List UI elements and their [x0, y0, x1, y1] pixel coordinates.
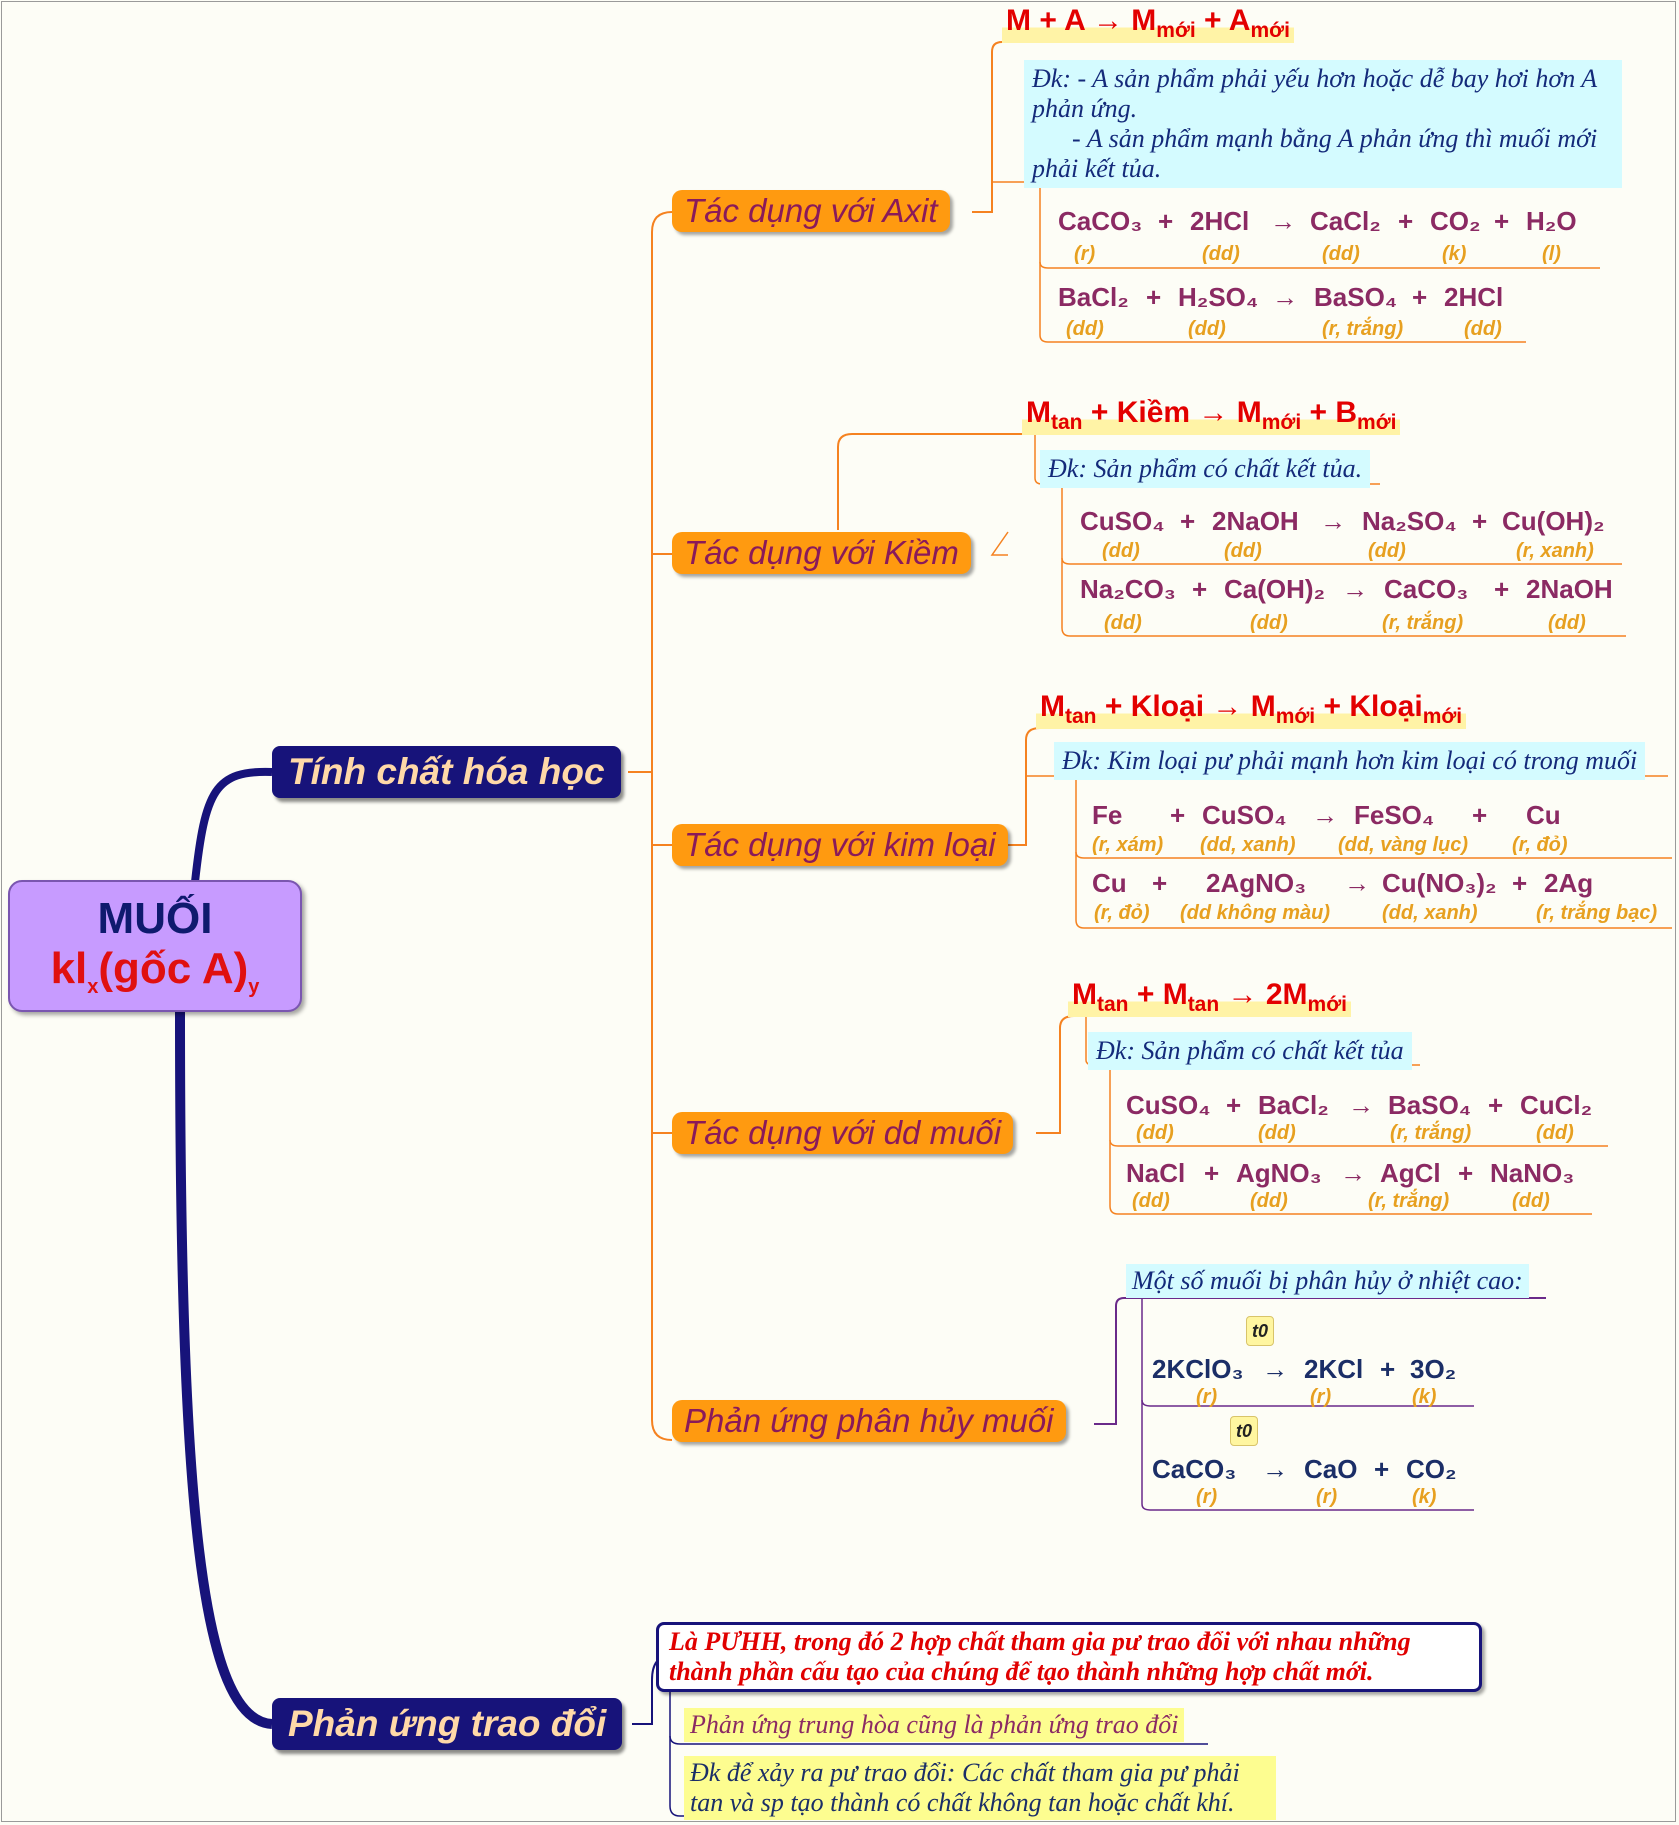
decomp-example-1: 2KClO₃→2KCl+3O₂: [1152, 1354, 1457, 1384]
acid-condition: Đk: - A sản phẩm phải yếu hơn hoặc dễ ba…: [1024, 60, 1622, 188]
metal-condition: Đk: Kim loại pư phải mạnh hơn kim loại c…: [1054, 742, 1646, 780]
metal-example-2-states: (r, đỏ)(dd không màu)(dd, xanh)(r, trắng…: [1094, 902, 1658, 924]
decomp-example-2: CaCO₃→CaO+CO₂: [1152, 1454, 1457, 1484]
metal-general-equation: Mtan + Kloại → Mmới + Kloạimới: [1036, 690, 1467, 729]
exchange-definition: Là PƯHH, trong đó 2 hợp chất tham gia pư…: [656, 1622, 1482, 1692]
acid-example-2-states: (dd)(dd)(r, trắng)(dd): [1066, 318, 1502, 340]
base-example-1-states: (dd)(dd)(dd)(r, xanh): [1102, 540, 1594, 562]
sub-metal[interactable]: Tác dụng với kim loại: [672, 824, 1008, 866]
branch-chemical-properties[interactable]: Tính chất hóa học: [272, 746, 621, 798]
decomp-example-2-states: (r)(r)(k): [1196, 1486, 1437, 1508]
acid-example-1: CaCO₃+2HCl→CaCl₂+CO₂+H₂O: [1058, 206, 1577, 236]
sub-salt[interactable]: Tác dụng với dd muối: [672, 1112, 1014, 1154]
base-condition: Đk: Sản phẩm có chất kết tủa.: [1040, 450, 1371, 488]
acid-example-2: BaCl₂+H₂SO₄→BaSO₄+2HCl: [1058, 282, 1504, 312]
metal-example-1: Fe+CuSO₄→FeSO₄+Cu: [1092, 800, 1561, 830]
acid-general-equation: M + A → Mmới + Amới: [1002, 4, 1294, 43]
salt-general-equation: Mtan + Mtan → 2Mmới: [1068, 978, 1351, 1017]
sub-base[interactable]: Tác dụng với Kiềm: [672, 532, 971, 574]
decomp-title: Một số muối bị phân hủy ở nhiệt cao:: [1126, 1264, 1529, 1298]
sub-decomposition[interactable]: Phản ứng phân hủy muối: [672, 1400, 1066, 1442]
salt-example-1: CuSO₄+BaCl₂→BaSO₄+CuCl₂: [1126, 1090, 1593, 1120]
heat-label-1: t0: [1246, 1316, 1275, 1346]
salt-example-2: NaCl+AgNO₃→AgCl+NaNO₃: [1126, 1158, 1575, 1188]
salt-example-1-states: (dd)(dd)(r, trắng)(dd): [1136, 1122, 1574, 1144]
base-example-1: CuSO₄+2NaOH→Na₂SO₄+Cu(OH)₂: [1080, 506, 1605, 536]
acid-example-1-states: (r)(dd)(dd)(k)(l): [1074, 243, 1561, 265]
metal-example-2: Cu+2AgNO₃→Cu(NO₃)₂+2Ag: [1092, 868, 1594, 898]
root-title: MUỐI: [97, 894, 213, 943]
exchange-note-neutralization: Phản ứng trung hòa cũng là phản ứng trao…: [684, 1708, 1185, 1742]
salt-example-2-states: (dd)(dd)(r, trắng)(dd): [1132, 1190, 1550, 1212]
base-general-equation: Mtan + Kiềm → Mmới + Bmới: [1022, 396, 1401, 435]
root-node-muoi[interactable]: MUỐI klx(gốc A)y: [8, 880, 302, 1012]
exchange-condition: Đk để xảy ra pư trao đổi: Các chất tham …: [684, 1756, 1276, 1820]
base-example-2: Na₂CO₃+Ca(OH)₂→CaCO₃+2NaOH: [1080, 574, 1613, 604]
metal-example-1-states: (r, xám)(dd, xanh)(dd, vàng lục)(r, đỏ): [1092, 834, 1568, 856]
base-example-2-states: (dd)(dd)(r, trắng)(dd): [1104, 612, 1586, 634]
heat-label-2: t0: [1230, 1416, 1259, 1446]
salt-condition: Đk: Sản phẩm có chất kết tủa: [1088, 1032, 1412, 1070]
branch-exchange-reaction[interactable]: Phản ứng trao đổi: [272, 1698, 623, 1750]
sub-acid[interactable]: Tác dụng với Axit: [672, 190, 950, 232]
decomp-example-1-states: (r)(r)(k): [1196, 1386, 1437, 1408]
root-formula: klx(gốc A)y: [50, 944, 260, 998]
